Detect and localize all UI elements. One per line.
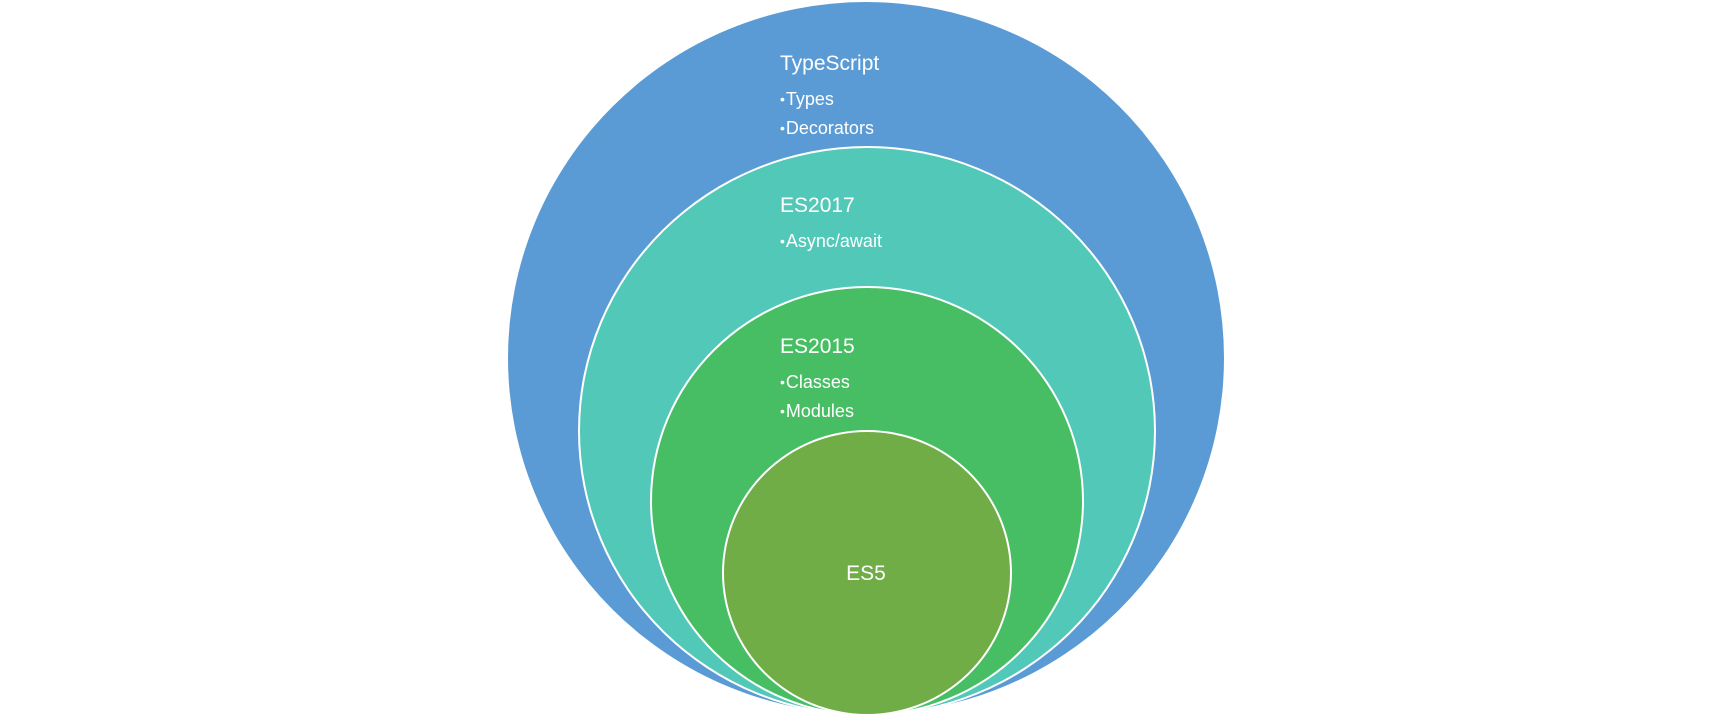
list-item: •Decorators [780, 118, 874, 138]
es5-label: ES5 [846, 562, 886, 585]
typescript-label: TypeScript •Types •Decorators [780, 52, 879, 143]
list-item: •Classes [780, 372, 850, 392]
es2015-title: ES2015 [780, 335, 855, 358]
es2015-label: ES2015 •Classes •Modules [780, 335, 855, 426]
list-item: •Modules [780, 401, 854, 421]
typescript-title: TypeScript [780, 52, 880, 75]
list-item: •Types [780, 89, 834, 109]
es5-circle [722, 430, 1012, 716]
typescript-feature-list: •Types •Decorators [780, 85, 879, 143]
es2017-label: ES2017 •Async/await [780, 194, 882, 256]
es2017-feature-list: •Async/await [780, 227, 882, 256]
es2017-title: ES2017 [780, 194, 855, 217]
es2015-feature-list: •Classes •Modules [780, 368, 855, 426]
list-item: •Async/await [780, 231, 882, 251]
